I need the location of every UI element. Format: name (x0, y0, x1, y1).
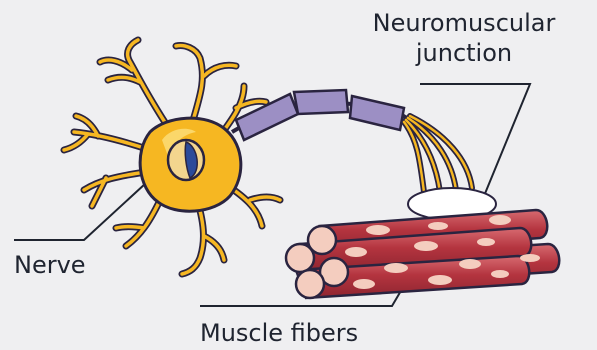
neuromuscular-junction-label-line1: Neuromuscular (346, 8, 582, 38)
axon-terminals-fill (404, 116, 472, 192)
nucleus-icon (168, 140, 204, 180)
neuromuscular-junction-label: Neuromuscular junction (346, 8, 582, 68)
myelin-sheath (236, 90, 404, 140)
neuromuscular-junction-label-line2: junction (346, 38, 582, 68)
muscle-fibers-label: Muscle fibers (200, 318, 358, 348)
nerve-label: Nerve (14, 250, 86, 280)
